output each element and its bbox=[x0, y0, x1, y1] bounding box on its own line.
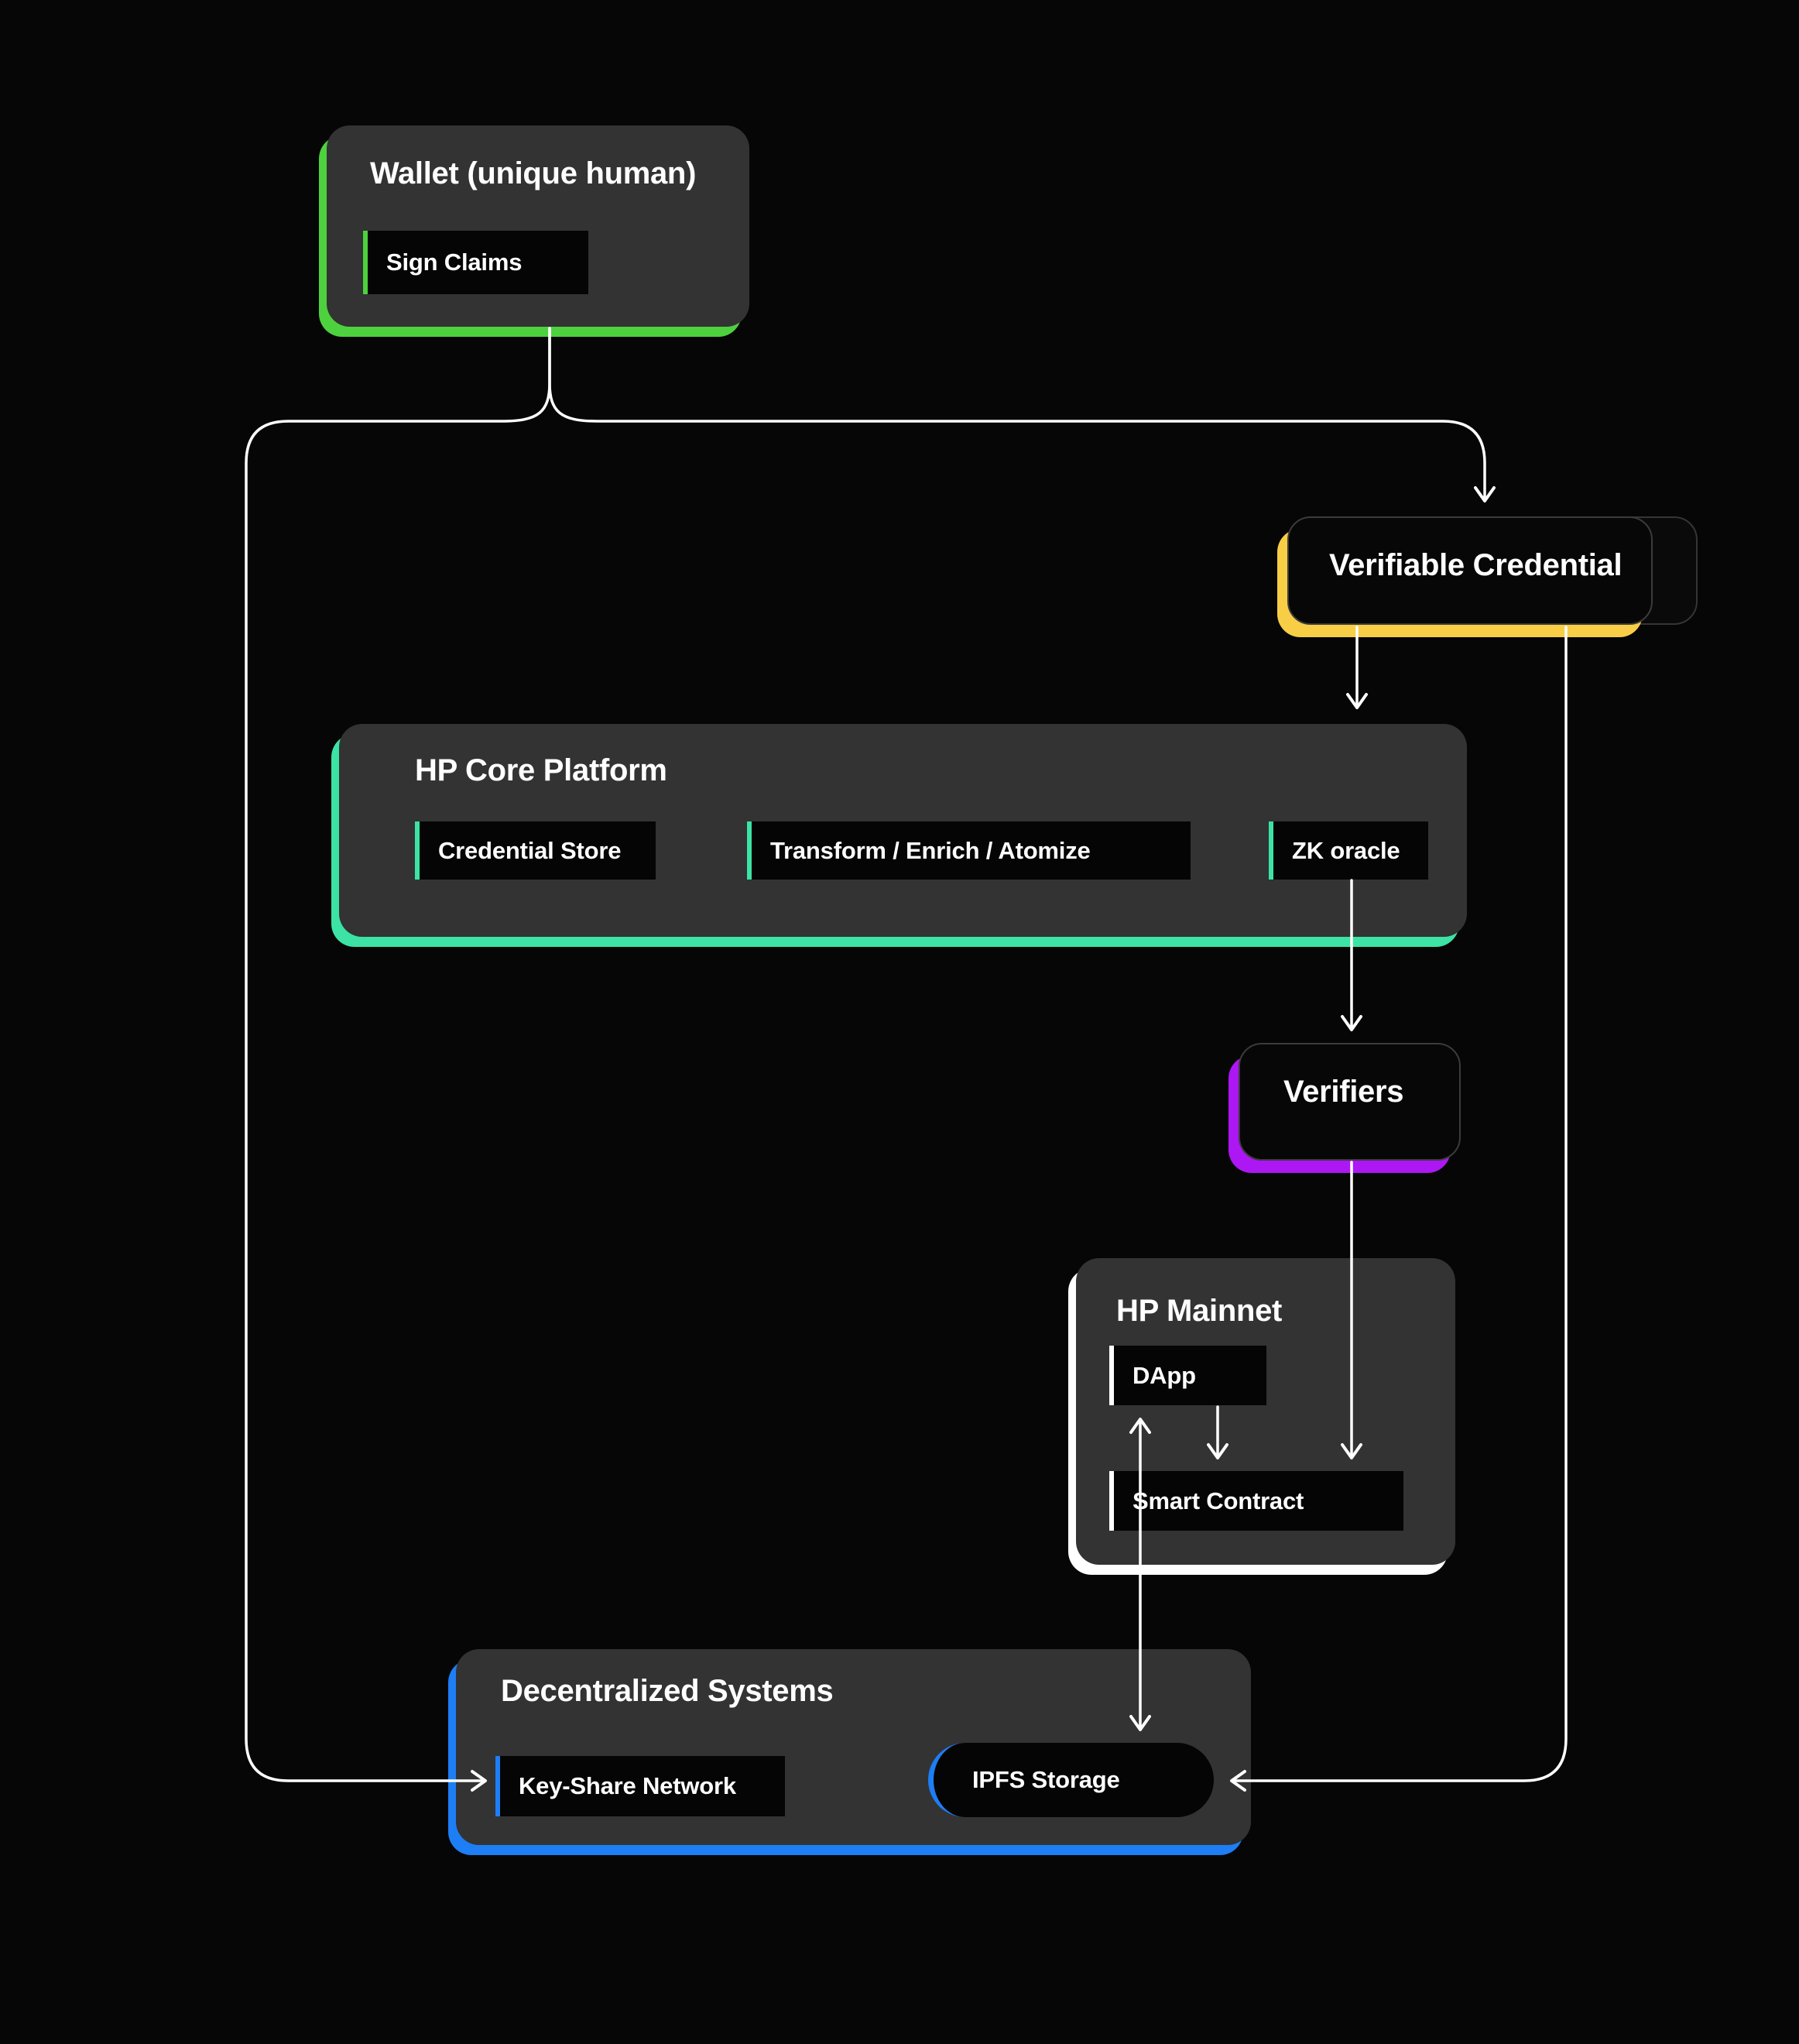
decentralized-systems-title: Decentralized Systems bbox=[501, 1674, 834, 1708]
verifiers-title: Verifiers bbox=[1283, 1074, 1404, 1109]
dapp-chip: DApp bbox=[1109, 1346, 1266, 1405]
node-hp-mainnet: HP Mainnet DApp Smart Contract bbox=[1076, 1258, 1455, 1565]
node-verifiers: Verifiers bbox=[1239, 1043, 1461, 1161]
ipfs-storage-chip: IPFS Storage bbox=[928, 1743, 1214, 1817]
wallet-title: Wallet (unique human) bbox=[370, 156, 697, 190]
sign-claims-chip: Sign Claims bbox=[363, 231, 588, 294]
smart-contract-chip: Smart Contract bbox=[1109, 1471, 1403, 1531]
credential-store-label: Credential Store bbox=[438, 836, 622, 864]
zk-oracle-chip: ZK oracle bbox=[1269, 821, 1428, 880]
key-share-network-label: Key-Share Network bbox=[519, 1772, 736, 1799]
hp-core-platform-title: HP Core Platform bbox=[415, 753, 667, 787]
node-wallet: Wallet (unique human) Sign Claims bbox=[327, 125, 749, 327]
key-share-network-chip: Key-Share Network bbox=[495, 1756, 785, 1816]
zk-oracle-label: ZK oracle bbox=[1292, 836, 1400, 864]
credential-store-chip: Credential Store bbox=[415, 821, 656, 880]
transform-enrich-atomize-label: Transform / Enrich / Atomize bbox=[770, 836, 1091, 864]
node-verifiable-credential: Verifiable Credential bbox=[1287, 516, 1653, 625]
smart-contract-label: Smart Contract bbox=[1133, 1487, 1304, 1514]
node-decentralized-systems: Decentralized Systems Key-Share Network … bbox=[456, 1649, 1251, 1845]
ipfs-storage-label: IPFS Storage bbox=[972, 1766, 1120, 1793]
verifiable-credential-title: Verifiable Credential bbox=[1329, 547, 1623, 582]
sign-claims-label: Sign Claims bbox=[386, 249, 523, 276]
hp-mainnet-title: HP Mainnet bbox=[1116, 1294, 1283, 1328]
dapp-label: DApp bbox=[1133, 1361, 1196, 1389]
edge-wallet-to-key-share-network bbox=[245, 327, 551, 1792]
edge-wallet-to-verifiable-credential bbox=[548, 327, 1496, 502]
node-hp-core-platform: HP Core Platform Credential Store Transf… bbox=[339, 724, 1467, 937]
transform-enrich-atomize-chip: Transform / Enrich / Atomize bbox=[747, 821, 1191, 880]
